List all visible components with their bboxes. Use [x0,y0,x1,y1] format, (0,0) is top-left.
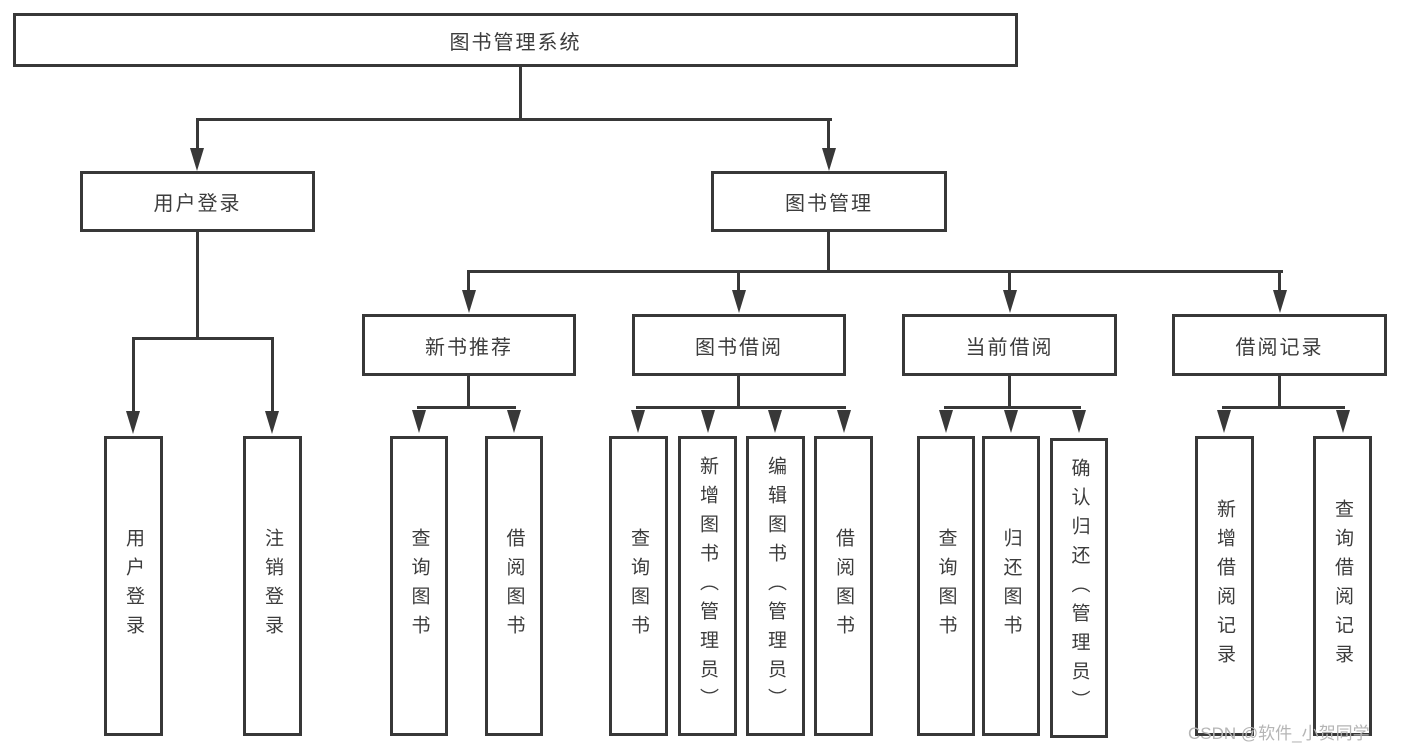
connector-cb-rail [944,406,1081,409]
node-root: 图书管理系统 [13,13,1018,67]
connector-nbr-trunk [467,376,470,406]
node-logout-leaf: 注销登录 [243,436,302,736]
connector-arrow-cb-return [1004,410,1018,433]
connector-arrow-nbr-borrow [507,410,521,433]
connector-arrow-br-query [1336,410,1350,433]
connector-arrow-new-book-rec [462,290,476,313]
node-book-borrow: 图书借阅 [632,314,846,376]
watermark: CSDN @软件_小贺同学 [1188,724,1370,743]
connector-arrow-cb-query [939,410,953,433]
node-cb-query-books-label: 查询图书 [935,528,957,644]
node-book-management: 图书管理 [711,171,947,232]
connector-book-mgmt-rail [467,270,1283,273]
connector-drop-logout-leaf [271,339,274,412]
node-cb-confirm-return-admin: 确认归还（管理员） [1050,438,1108,738]
node-br-add-record: 新增借阅记录 [1195,436,1254,736]
connector-user-login-trunk [196,232,199,337]
connector-drop-current-borrow [1008,272,1011,290]
node-user-login-label: 用户登录 [153,193,242,215]
connector-root-rail [196,118,832,121]
node-cb-return-books-label: 归还图书 [1000,528,1022,644]
connector-arrow-br-add [1217,410,1231,433]
connector-drop-book-borrow [737,272,740,290]
node-new-book-recommend-label: 新书推荐 [425,336,513,359]
node-br-query-record-label: 查询借阅记录 [1332,499,1353,673]
connector-br-rail [1222,406,1345,409]
node-current-borrow: 当前借阅 [902,314,1117,376]
node-nbr-borrow-books: 借阅图书 [485,436,543,736]
node-cb-return-books: 归还图书 [982,436,1040,736]
node-borrow-records: 借阅记录 [1172,314,1387,376]
connector-drop-new-book-rec [467,272,470,290]
node-cb-confirm-return-admin-label: 确认归还（管理员） [1068,457,1090,719]
node-br-query-record: 查询借阅记录 [1313,436,1372,736]
connector-arrow-nbr-query [412,410,426,433]
connector-arrow-cb-confirm [1072,410,1086,433]
node-nbr-borrow-books-label: 借阅图书 [503,528,525,644]
node-bb-borrow-books: 借阅图书 [814,436,873,736]
node-new-book-recommend: 新书推荐 [362,314,576,376]
connector-arrow-bb-borrow [837,410,851,433]
node-current-borrow-label: 当前借阅 [965,336,1054,359]
connector-arrow-user-login [190,148,204,171]
node-book-management-label: 图书管理 [785,193,873,215]
connector-arrow-login-leaf [126,411,140,434]
connector-user-login-rail [132,337,274,340]
node-user-login-leaf-label: 用户登录 [123,528,144,644]
connector-arrow-bb-edit [768,410,782,433]
node-user-login-leaf: 用户登录 [104,436,163,736]
connector-arrow-bb-add [701,410,715,433]
connector-drop-login-leaf [132,339,135,412]
connector-nbr-rail [417,406,516,409]
connector-arrow-book-borrow [732,290,746,313]
node-nbr-query-books-label: 查询图书 [408,528,430,644]
connector-bb-rail [636,406,846,409]
node-borrow-records-label: 借阅记录 [1235,336,1324,359]
connector-arrow-borrow-records [1273,290,1287,313]
node-bb-edit-books-admin-label: 编辑图书（管理员） [765,455,786,717]
node-book-borrow-label: 图书借阅 [695,336,783,359]
connector-arrow-logout-leaf [265,411,279,434]
connector-arrow-book-mgmt [822,148,836,171]
node-bb-query-books-label: 查询图书 [628,528,649,644]
connector-arrow-current-borrow [1003,290,1017,313]
node-br-add-record-label: 新增借阅记录 [1214,499,1235,673]
connector-drop-user-login [196,120,199,150]
node-logout-leaf-label: 注销登录 [262,528,283,644]
connector-drop-borrow-records [1278,272,1281,290]
node-bb-edit-books-admin: 编辑图书（管理员） [746,436,805,736]
connector-book-mgmt-trunk [827,232,830,270]
node-cb-query-books: 查询图书 [917,436,975,736]
connector-bb-trunk [737,376,740,406]
node-user-login: 用户登录 [80,171,315,232]
node-bb-add-books-admin-label: 新增图书（管理员） [697,455,718,717]
connector-br-trunk [1278,376,1281,406]
node-nbr-query-books: 查询图书 [390,436,448,736]
node-root-label: 图书管理系统 [449,31,582,54]
connector-drop-book-mgmt [827,120,830,150]
connector-root-trunk [519,67,522,118]
connector-arrow-bb-query [631,410,645,433]
node-bb-query-books: 查询图书 [609,436,668,736]
node-bb-borrow-books-label: 借阅图书 [833,528,854,644]
node-bb-add-books-admin: 新增图书（管理员） [678,436,737,736]
connector-cb-trunk [1008,376,1011,406]
